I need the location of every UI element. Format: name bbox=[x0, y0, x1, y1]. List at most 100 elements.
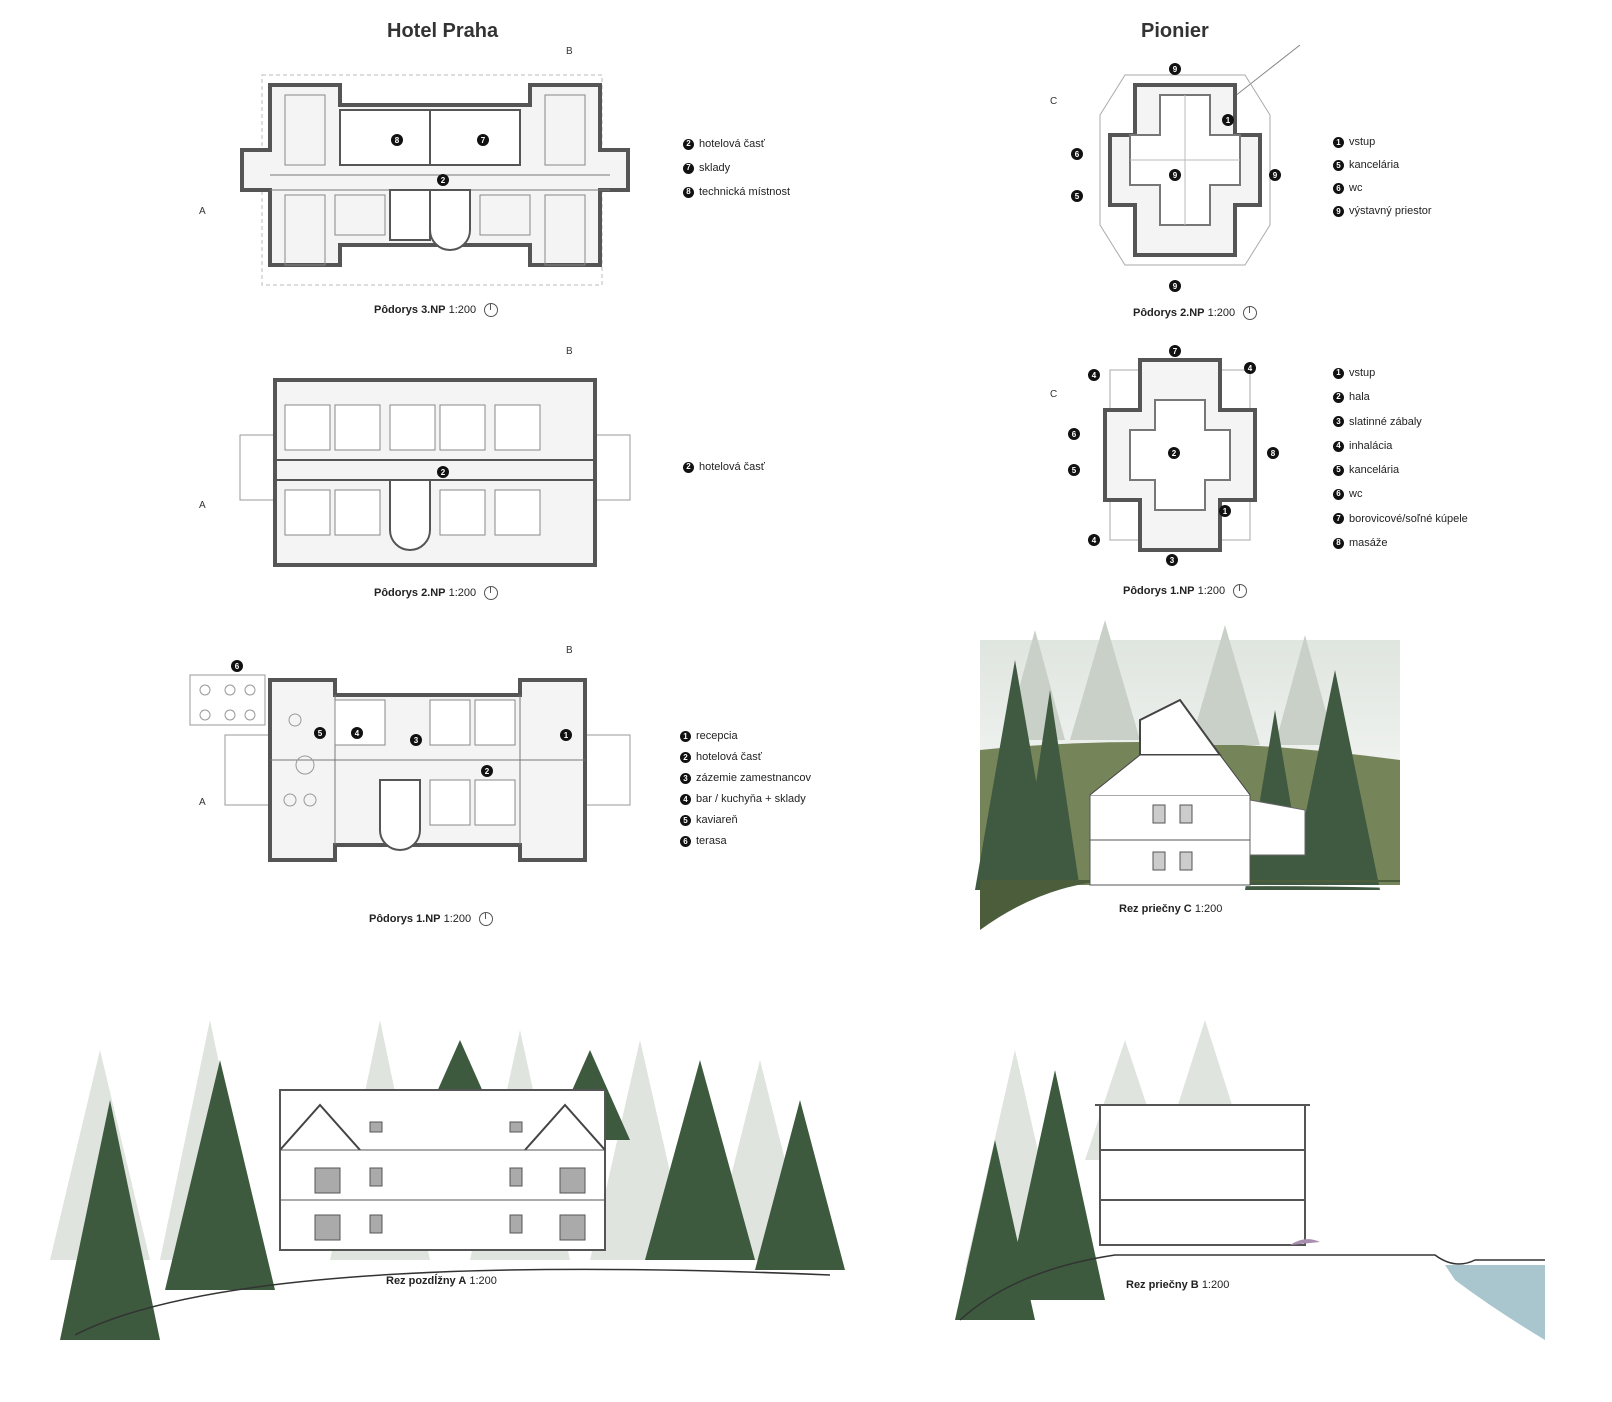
legend-number: 3 bbox=[1333, 416, 1344, 428]
plan-marker: 6 bbox=[1068, 428, 1080, 440]
legend-number: 2 bbox=[683, 461, 694, 473]
caption-scale: 1:200 bbox=[469, 1275, 497, 1287]
north-arrow-icon bbox=[484, 303, 499, 317]
legend-item: 5 kancelária bbox=[1333, 458, 1468, 482]
plan-marker: 4 bbox=[351, 727, 363, 739]
legend-number: 5 bbox=[1333, 160, 1344, 171]
legend-number: 3 bbox=[680, 773, 691, 784]
caption-hotel-3np: Pôdorys 3.NP 1:200 bbox=[374, 303, 499, 317]
legend-label: inhalácia bbox=[1349, 439, 1393, 452]
plan-marker: 4 bbox=[1088, 369, 1100, 381]
hotel-plan-3np-drawing bbox=[240, 74, 630, 286]
plan-marker: 3 bbox=[1166, 554, 1178, 566]
legend-number: 2 bbox=[1333, 391, 1344, 403]
legend-number: 4 bbox=[680, 794, 691, 805]
plan-marker: 9 bbox=[1169, 63, 1181, 75]
legend-label: vstup bbox=[1349, 367, 1376, 379]
section-mark-b: B bbox=[566, 46, 573, 57]
caption-name: Pôdorys 1.NP bbox=[1123, 584, 1195, 597]
plan-marker: 9 bbox=[1169, 169, 1181, 181]
legend-label: kancelária bbox=[1349, 464, 1400, 477]
legend-label: zázemie zamestnancov bbox=[696, 772, 811, 784]
plan-marker: 9 bbox=[1269, 169, 1281, 181]
legend-number: 6 bbox=[1333, 183, 1344, 194]
legend-number: 9 bbox=[1333, 206, 1344, 217]
section-mark-a: A bbox=[199, 206, 206, 217]
legend-item: 6 wc bbox=[1333, 177, 1432, 200]
legend-number: 2 bbox=[680, 752, 691, 763]
legend-number: 1 bbox=[1333, 367, 1344, 379]
plan-marker: 2 bbox=[437, 466, 449, 478]
legend-item: 8 technická místnost bbox=[683, 180, 790, 204]
hotel-plan-2np-drawing bbox=[239, 378, 631, 567]
caption-name: Pôdorys 2.NP bbox=[1133, 306, 1205, 319]
legend-number: 7 bbox=[1333, 513, 1344, 525]
plan-marker: 4 bbox=[1088, 534, 1100, 546]
legend-number: 8 bbox=[1333, 537, 1344, 549]
legend-number: 5 bbox=[1333, 464, 1344, 476]
caption-scale: 1:200 bbox=[1194, 903, 1223, 915]
plan-marker: 2 bbox=[481, 765, 493, 777]
legend-label: terasa bbox=[696, 835, 727, 847]
plan-marker: 4 bbox=[1244, 362, 1256, 374]
section-mark-a: A bbox=[199, 797, 206, 808]
legend-item: 4 bar / kuchyňa + sklady bbox=[680, 789, 811, 810]
caption-scale: 1:200 bbox=[1197, 584, 1226, 597]
legend-label: masáže bbox=[1349, 537, 1388, 550]
legend-label: slatinné zábaly bbox=[1349, 415, 1422, 428]
legend-number: 1 bbox=[1333, 137, 1344, 148]
plan-marker: 8 bbox=[391, 134, 403, 146]
plan-marker: 7 bbox=[477, 134, 489, 146]
caption-name: Pôdorys 1.NP bbox=[369, 912, 441, 925]
section-mark-a: A bbox=[199, 500, 206, 511]
caption-scale: 1:200 bbox=[1207, 306, 1236, 319]
plan-marker: 2 bbox=[1168, 447, 1180, 459]
caption-pionier-1np: Pôdorys 1.NP 1:200 bbox=[1123, 584, 1248, 598]
plan-marker: 1 bbox=[1219, 505, 1231, 517]
pionier-plan-1np-drawing bbox=[1103, 358, 1257, 552]
plan-marker: 5 bbox=[1068, 464, 1080, 476]
legend-item: 9 výstavný priestor bbox=[1333, 200, 1432, 223]
legend-item: 1 recepcia bbox=[680, 726, 811, 747]
hotel-praha-title: Hotel Praha bbox=[387, 20, 499, 42]
section-mark-c: C bbox=[1050, 96, 1058, 107]
legend-label: wc bbox=[1349, 182, 1363, 194]
plan-marker: 5 bbox=[314, 727, 326, 739]
caption-hotel-2np: Pôdorys 2.NP 1:200 bbox=[374, 586, 499, 600]
legend-label: bar / kuchyňa + sklady bbox=[696, 793, 806, 805]
caption-pionier-2np: Pôdorys 2.NP 1:200 bbox=[1133, 306, 1258, 320]
legend-label: výstavný priestor bbox=[1349, 205, 1432, 217]
plan-marker: 9 bbox=[1169, 280, 1181, 292]
legend-item: 6 terasa bbox=[680, 831, 811, 852]
plan-marker: 1 bbox=[560, 729, 572, 741]
legend-label: kaviareň bbox=[696, 814, 738, 826]
legend-number: 6 bbox=[680, 836, 691, 847]
legend-label: wc bbox=[1349, 488, 1363, 501]
legend-number: 8 bbox=[683, 186, 694, 198]
caption-name: Rez priečny B bbox=[1126, 1279, 1199, 1291]
legend-label: vstup bbox=[1349, 136, 1376, 148]
caption-scale: 1:200 bbox=[443, 912, 472, 925]
legend-label: hala bbox=[1349, 391, 1370, 404]
legend-label: recepcia bbox=[696, 730, 738, 742]
legend-item: 2 hala bbox=[1333, 385, 1468, 409]
caption-scale: 1:200 bbox=[1201, 1279, 1230, 1291]
north-arrow-icon bbox=[484, 586, 499, 600]
plan-marker: 2 bbox=[437, 174, 449, 186]
caption-name: Pôdorys 2.NP bbox=[374, 586, 446, 599]
plan-marker: 6 bbox=[1071, 148, 1083, 160]
plan-marker: 3 bbox=[410, 734, 422, 746]
legend-number: 1 bbox=[680, 731, 691, 742]
legend-label: technická místnost bbox=[699, 186, 791, 198]
caption-section-a: Rez pozdĺžny A 1:200 bbox=[386, 1275, 497, 1287]
section-mark-b: B bbox=[566, 346, 573, 357]
plan-marker: 6 bbox=[231, 660, 243, 672]
